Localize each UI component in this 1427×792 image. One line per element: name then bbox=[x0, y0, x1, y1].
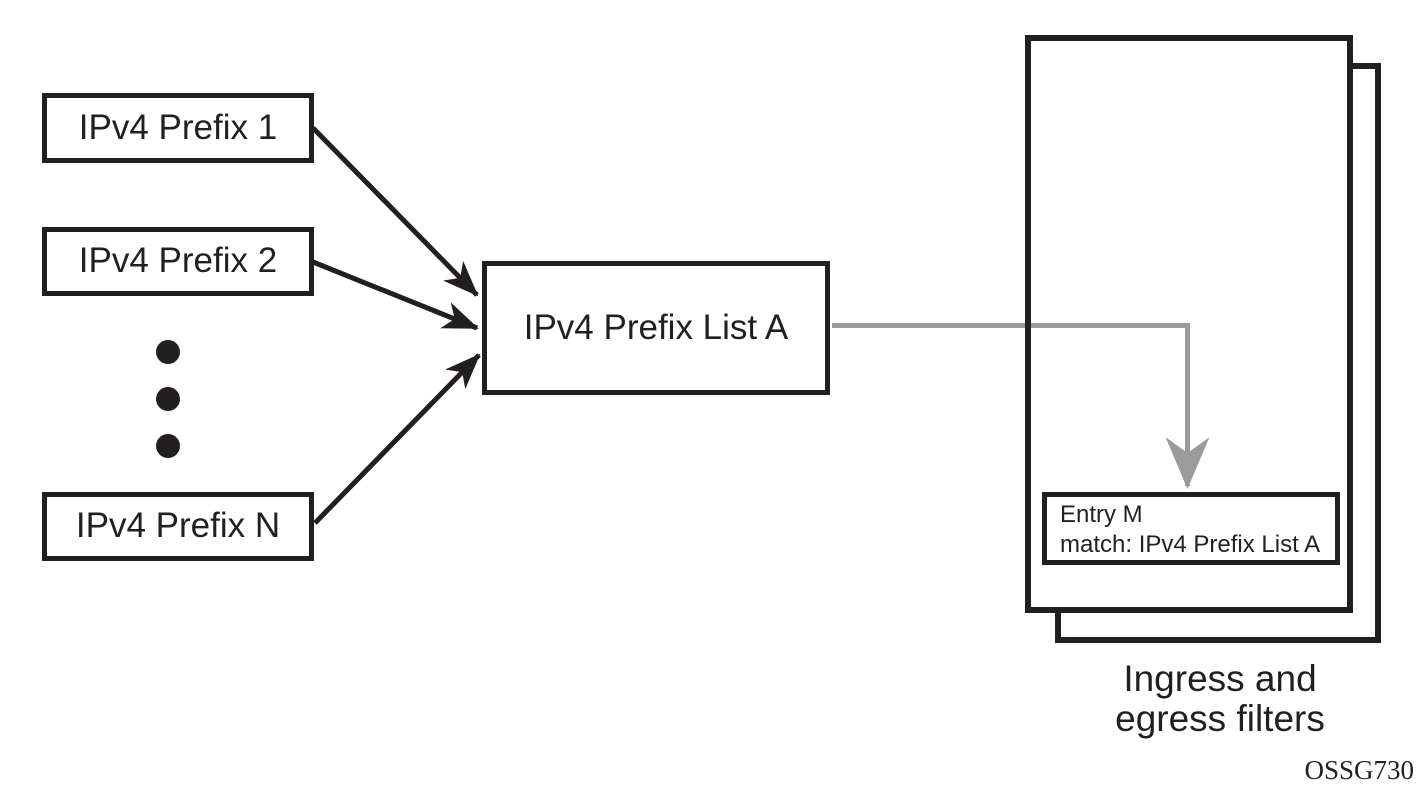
filter-entry-line2: match: IPv4 Prefix List A bbox=[1060, 531, 1321, 558]
arrow-prefixn-to-list bbox=[313, 353, 481, 525]
arrow-prefix2-to-list bbox=[312, 259, 479, 331]
ipv4-prefix-n-label: IPv4 Prefix N bbox=[75, 506, 281, 546]
ipv4-prefix-1-label: IPv4 Prefix 1 bbox=[78, 107, 278, 147]
filters-caption-line2: egress filters bbox=[1115, 698, 1325, 739]
arrow-prefix1-to-list bbox=[311, 126, 479, 297]
ipv4-prefix-list-a-label: IPv4 Prefix List A bbox=[523, 307, 789, 347]
ipv4-prefix-list-a-box: IPv4 Prefix List A bbox=[482, 261, 830, 395]
figure-id-label: OSSG730 bbox=[1304, 755, 1414, 785]
filters-caption-line1: Ingress and bbox=[1123, 658, 1317, 699]
ipv4-prefix-n-box: IPv4 Prefix N bbox=[42, 492, 314, 561]
ipv4-prefix-2-label: IPv4 Prefix 2 bbox=[78, 241, 278, 281]
filter-entry-line1: Entry M bbox=[1060, 501, 1143, 528]
vertical-ellipsis-icon bbox=[156, 340, 180, 458]
ipv4-prefix-1-box: IPv4 Prefix 1 bbox=[42, 93, 314, 163]
filters-caption: Ingress and egress filters bbox=[1050, 659, 1390, 739]
filter-entry-box: Entry M match: IPv4 Prefix List A bbox=[1042, 492, 1340, 565]
ipv4-prefix-2-box: IPv4 Prefix 2 bbox=[42, 227, 314, 296]
